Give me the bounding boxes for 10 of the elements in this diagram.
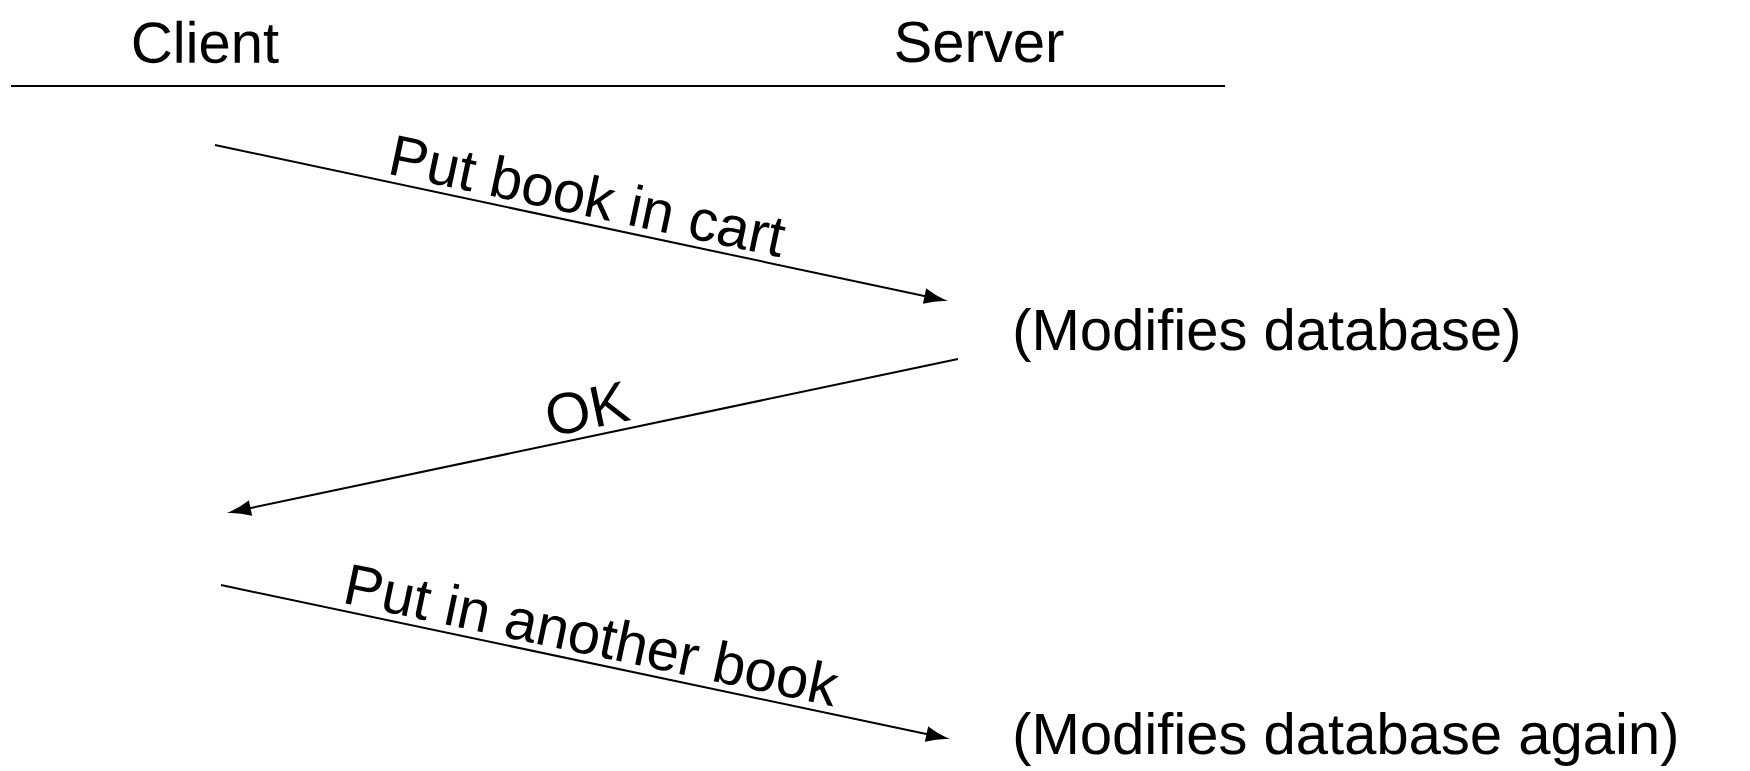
- edge-label: Put in another book: [339, 560, 844, 709]
- status-text: (Modifies database): [1015, 308, 1518, 363]
- status-text: (Modifies database again): [1015, 711, 1676, 767]
- arrow: [214, 144, 945, 304]
- arrow: [220, 584, 947, 742]
- arrow: [230, 358, 959, 516]
- column-heading: Server: [896, 21, 1064, 63]
- edge-label: OK: [540, 378, 634, 439]
- edge-label: Put book in cart: [384, 131, 791, 260]
- column-heading: Client: [133, 20, 279, 64]
